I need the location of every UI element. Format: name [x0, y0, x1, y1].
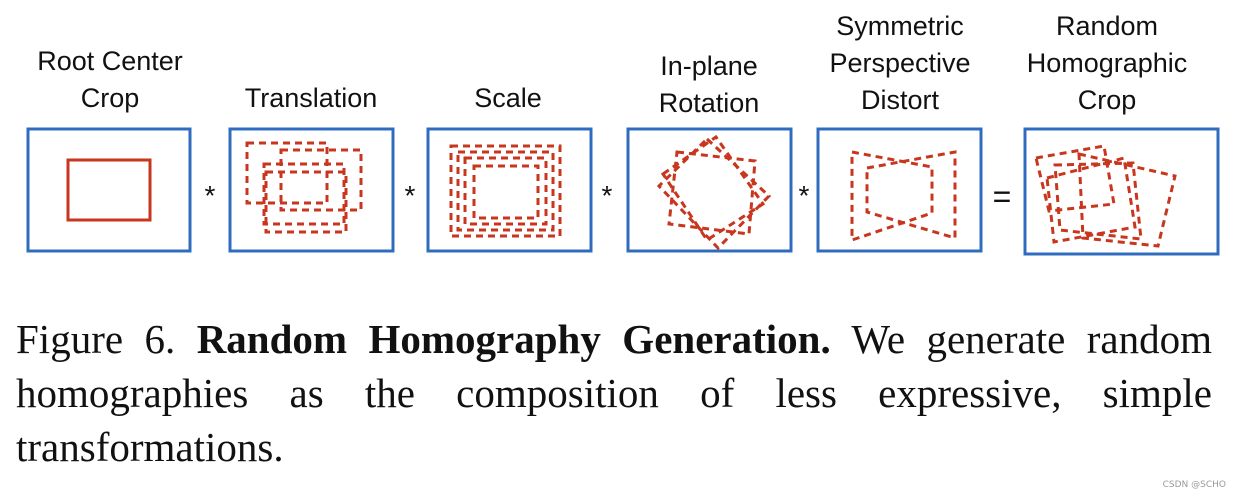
frame-random-homography — [1023, 127, 1220, 256]
translated-crop-3 — [264, 170, 348, 234]
scaled-crop-2 — [456, 150, 555, 232]
box-scale — [426, 127, 593, 253]
frame-scale — [426, 127, 593, 253]
scaled-crop-3 — [463, 156, 548, 226]
frame-root — [26, 127, 192, 253]
operator-compose-4: * — [798, 180, 810, 211]
label-translation: Translation — [244, 83, 378, 113]
operator-compose-2: * — [404, 180, 416, 211]
figure-title: Random Homography Generation. — [196, 316, 831, 362]
translated-crop-4 — [262, 162, 346, 226]
random-crop-3 — [1077, 152, 1177, 248]
perspective-crop-2 — [865, 150, 957, 241]
box-random-homographic-crop — [1023, 127, 1220, 256]
box-in-plane-rotation — [626, 127, 793, 253]
operator-compose-1: * — [204, 180, 216, 211]
label-scale: Scale — [474, 83, 542, 113]
box-root-center-crop — [26, 127, 192, 253]
rotated-crop-2 — [656, 136, 772, 251]
homography-diagram — [26, 127, 1220, 256]
figure-text: We generate random homographies as the c… — [16, 316, 1213, 470]
source-credit: CSDN @SCHO — [1162, 480, 1226, 490]
perspective-crop-1 — [850, 150, 934, 243]
box-symmetric-perspective-distort — [816, 127, 983, 253]
frame-rotation — [626, 127, 793, 253]
translated-crop-2 — [279, 148, 363, 212]
scaled-crop-1 — [449, 144, 562, 238]
figure-number: Figure 6. — [16, 316, 176, 362]
frame-translation — [228, 127, 395, 253]
random-crop-4 — [1053, 161, 1143, 241]
frame-perspective — [816, 127, 983, 253]
center-crop-rect — [66, 158, 152, 222]
figure-caption: Figure 6. Random Homography Generation. … — [16, 312, 1212, 474]
random-crop-2 — [1045, 156, 1137, 244]
operator-equals: = — [992, 178, 1012, 215]
scaled-crop-4 — [472, 164, 540, 220]
rotated-crop-3 — [660, 134, 766, 243]
box-translation — [228, 127, 395, 253]
operator-compose-3: * — [601, 180, 613, 211]
